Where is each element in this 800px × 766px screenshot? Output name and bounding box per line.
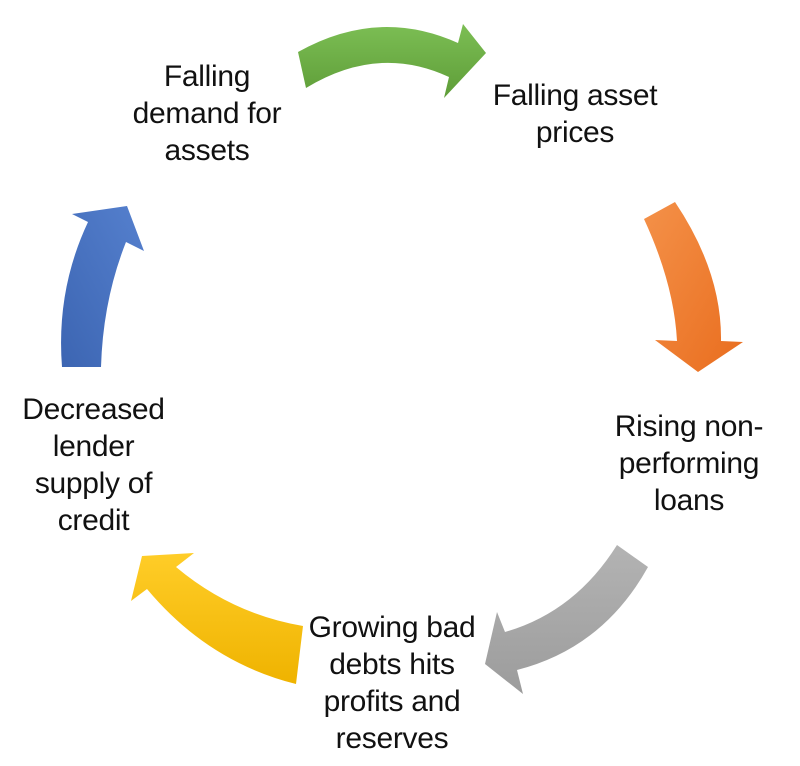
arrow-demand-to-prices-icon — [298, 24, 486, 98]
node-growing-bad-debts: Growing bad debts hits profits and reser… — [308, 611, 476, 755]
arrow-credit-to-demand-icon — [61, 206, 145, 367]
node-falling-asset-prices: Falling asset prices — [492, 79, 658, 149]
arrow-npl-to-baddebts-icon — [485, 545, 648, 694]
arrow-prices-to-npl-icon — [644, 202, 743, 372]
node-falling-demand: Falling demand for assets — [132, 60, 282, 167]
node-rising-nonperforming-loans: Rising non- performing loans — [614, 410, 764, 517]
arrow-baddebts-to-credit-icon — [131, 553, 303, 684]
node-decreased-lender-supply: Decreased lender supply of credit — [22, 393, 165, 537]
